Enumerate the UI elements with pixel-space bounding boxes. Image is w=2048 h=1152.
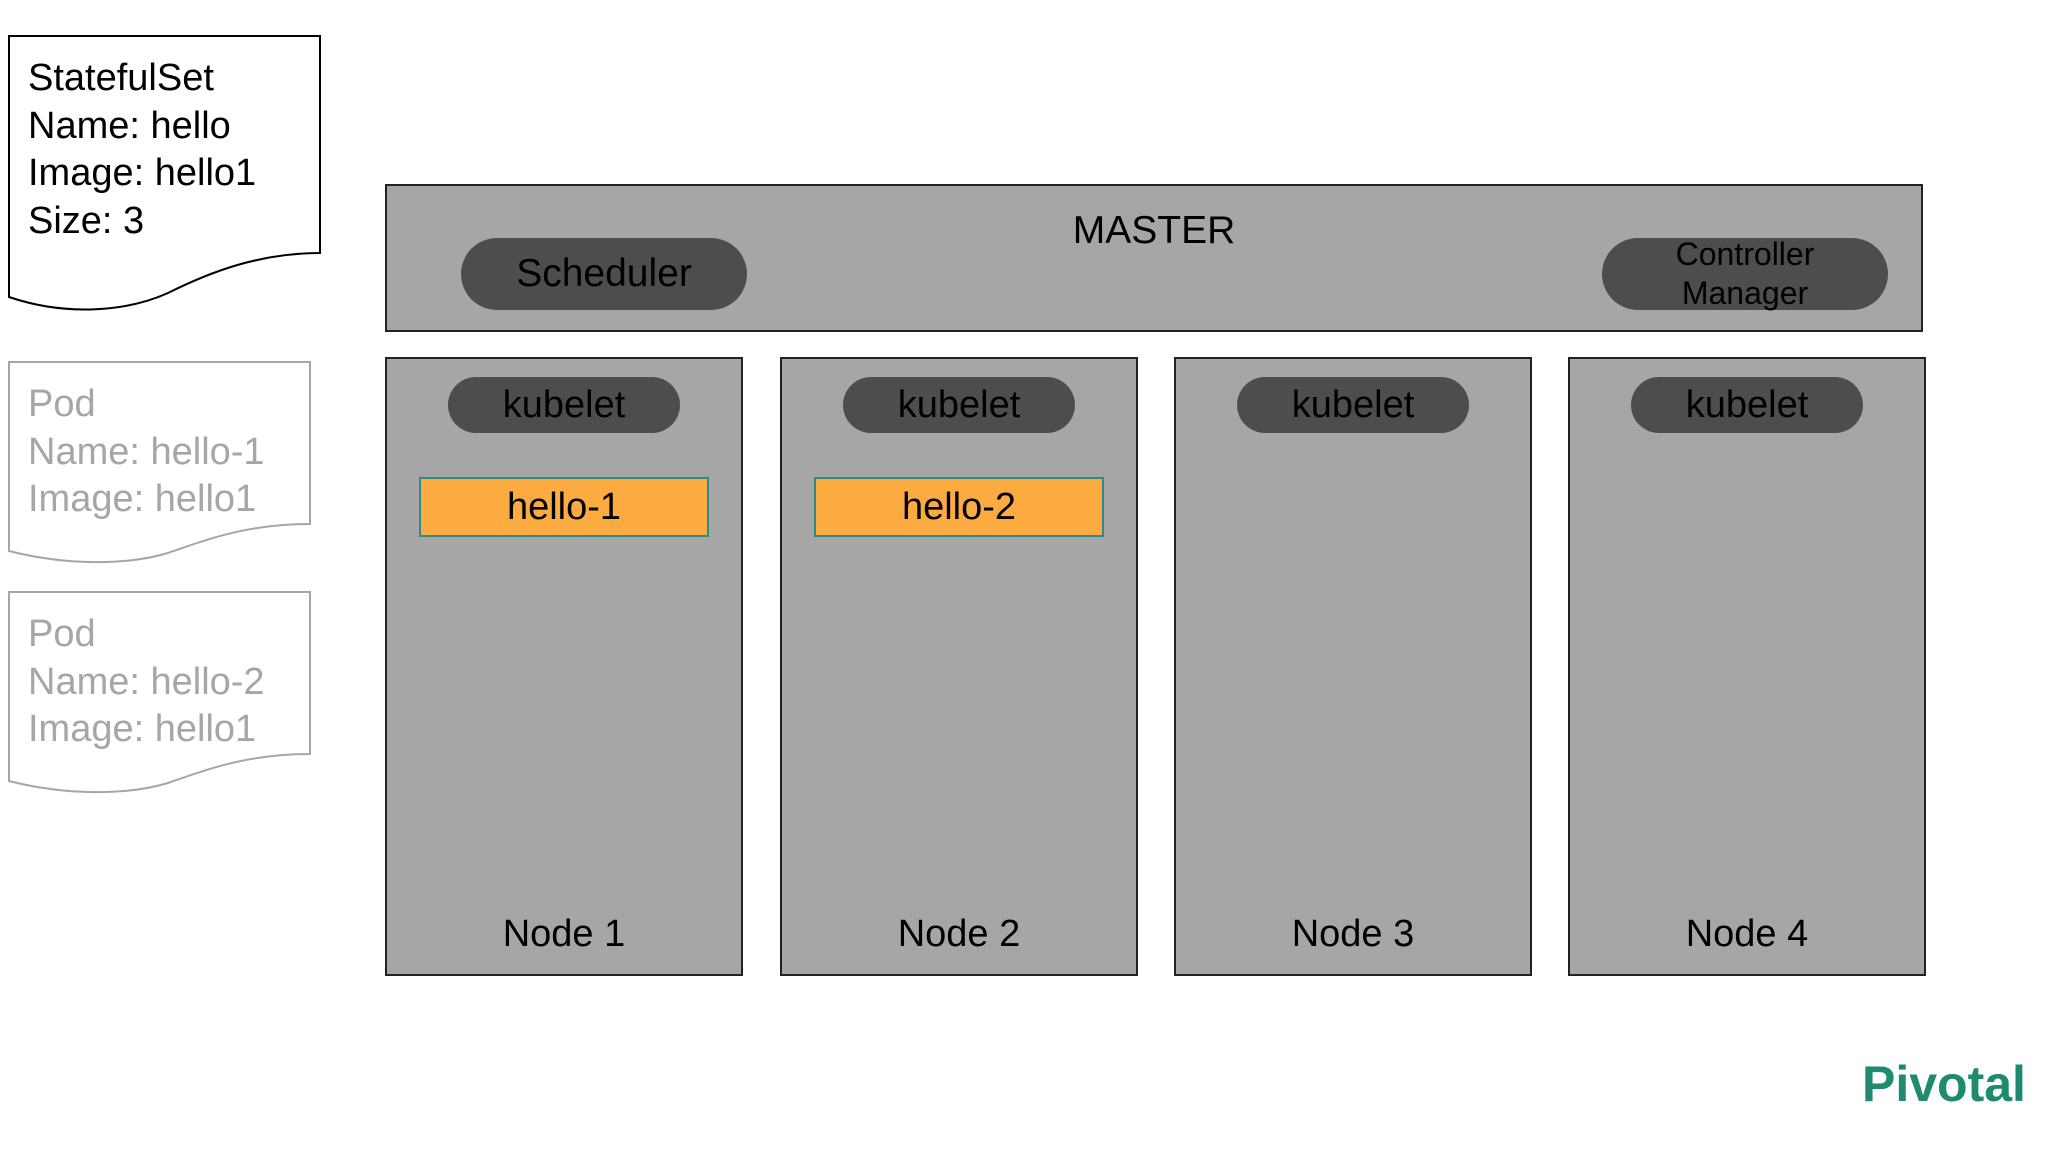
node-label: Node 4 xyxy=(1685,913,1809,955)
kubelet-pill: kubelet xyxy=(448,377,680,433)
node-2: kubelet hello-2 Node 2 xyxy=(780,357,1138,976)
pivotal-logo: Pivotal xyxy=(1862,1056,2026,1112)
pod-hello-2: hello-2 xyxy=(814,477,1104,537)
node-label: Node 1 xyxy=(502,913,626,955)
pod-name: Name: hello-1 xyxy=(28,430,265,473)
pod-doc-text: Pod Name: hello-2 Image: hello1 xyxy=(28,611,265,754)
statefulset-document: StatefulSet Name: hello Image: hello1 Si… xyxy=(8,35,321,311)
scheduler-pill: Scheduler xyxy=(461,238,747,310)
document-shape xyxy=(8,591,311,794)
pod-document-hello-1: Pod Name: hello-1 Image: hello1 xyxy=(8,361,311,564)
pod-kind: Pod xyxy=(28,613,96,655)
pod-document-hello-2: Pod Name: hello-2 Image: hello1 xyxy=(8,591,311,794)
statefulset-text: StatefulSet Name: hello Image: hello1 Si… xyxy=(28,55,256,245)
controller-manager-pill: Controller Manager xyxy=(1602,236,1888,311)
kubelet-pill: kubelet xyxy=(1631,377,1863,433)
node-1: kubelet hello-1 Node 1 xyxy=(385,357,743,976)
kubelet-pill: kubelet xyxy=(843,377,1075,433)
statefulset-image: Image: hello1 xyxy=(28,152,257,194)
kubelet-pill: kubelet xyxy=(1237,377,1469,433)
master-title: MASTER xyxy=(1072,209,1236,252)
document-shape xyxy=(8,361,311,564)
pod-image: Image: hello1 xyxy=(28,708,257,750)
statefulset-name: Name: hello xyxy=(28,104,231,147)
pod-kind: Pod xyxy=(28,383,96,425)
pod-doc-text: Pod Name: hello-1 Image: hello1 xyxy=(28,381,265,524)
node-3: kubelet Node 3 xyxy=(1174,357,1532,976)
node-4: kubelet Node 4 xyxy=(1568,357,1926,976)
document-shape xyxy=(8,35,321,311)
master-panel: MASTER Scheduler Controller Manager xyxy=(385,184,1923,332)
statefulset-kind: StatefulSet xyxy=(28,57,214,99)
node-label: Node 3 xyxy=(1291,913,1415,955)
statefulset-size: Size: 3 xyxy=(28,199,145,242)
pod-hello-1: hello-1 xyxy=(419,477,709,537)
node-label: Node 2 xyxy=(897,913,1021,955)
pod-image: Image: hello1 xyxy=(28,478,257,520)
pod-name: Name: hello-2 xyxy=(28,660,265,703)
